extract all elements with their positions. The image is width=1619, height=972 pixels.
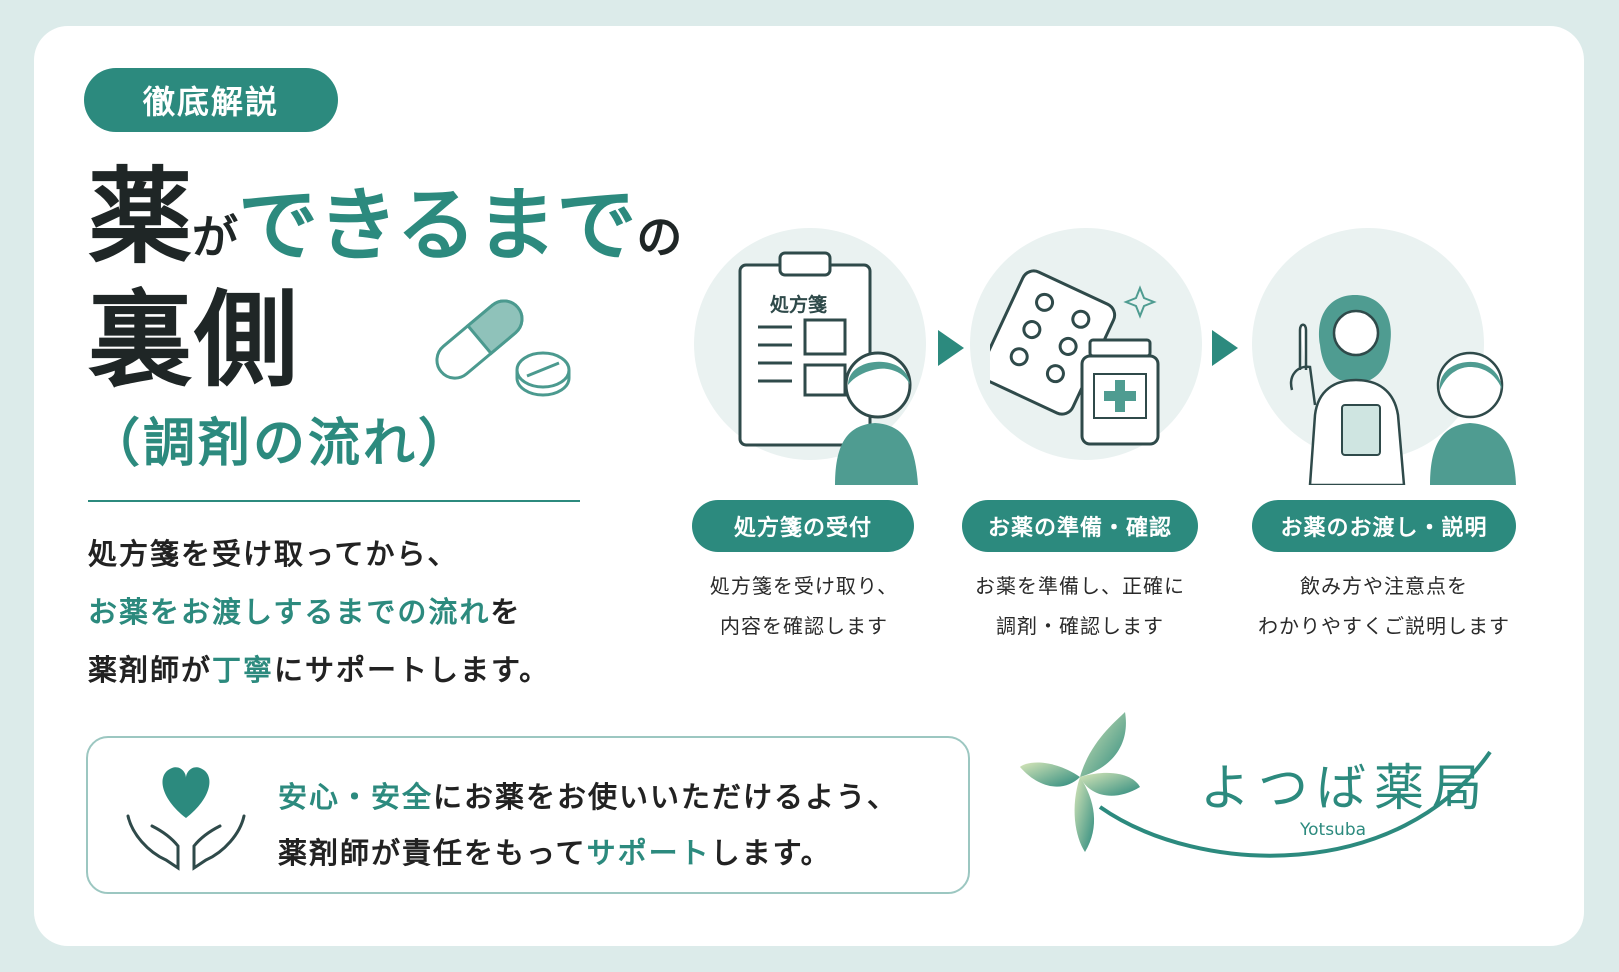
desc-line3-pre: 薬剤師が bbox=[88, 653, 213, 687]
desc-line1: 処方箋を受け取ってから、 bbox=[88, 537, 459, 571]
desc-line2-rest: を bbox=[490, 595, 522, 629]
title-dekirumade: できるまで bbox=[238, 179, 637, 272]
clipboard-label: 処方箋 bbox=[770, 294, 828, 316]
step1-label: 処方箋の受付 bbox=[692, 500, 914, 552]
logo-subtitle: Yotsuba bbox=[1300, 820, 1367, 840]
main-title-line2: 裏側 bbox=[88, 279, 301, 401]
step3-desc-line1: 飲み方や注意点を bbox=[1300, 574, 1468, 598]
capsule-icon bbox=[435, 299, 571, 397]
header-badge: 徹底解説 bbox=[84, 68, 338, 132]
step3-label: お薬のお渡し・説明 bbox=[1252, 500, 1516, 552]
support-line1: 安心・安全にお薬をお使いいただけるよう、 bbox=[278, 774, 898, 816]
step2-desc-line2: 調剤・確認します bbox=[996, 614, 1164, 638]
desc-line3-post: にサポートします。 bbox=[274, 653, 551, 687]
arrow-right-icon bbox=[1212, 330, 1238, 366]
step2-desc: お薬を準備し、正確に 調剤・確認します bbox=[930, 566, 1230, 646]
description: 処方箋を受け取ってから、 お薬をお渡しするまでの流れを 薬剤師が丁寧にサポートし… bbox=[88, 525, 608, 699]
support-line1-rest: にお薬をお使いいただけるよう、 bbox=[433, 780, 899, 814]
logo-name: よつば薬局 bbox=[1200, 759, 1490, 817]
pharmacist-illustration bbox=[1289, 295, 1516, 485]
heart-hands-icon bbox=[126, 767, 246, 871]
clipboard-icon bbox=[738, 251, 918, 485]
title-ga: が bbox=[192, 210, 239, 264]
support-line2-accent: サポート bbox=[586, 836, 711, 870]
step2-desc-line1: お薬を準備し、正確に bbox=[975, 574, 1185, 598]
arrow-right-icon bbox=[938, 330, 964, 366]
step1-desc-line2: 内容を確認します bbox=[720, 614, 888, 638]
step1-desc-line1: 処方箋を受け取り、 bbox=[709, 574, 899, 598]
main-subtitle: （調剤の流れ） bbox=[88, 414, 474, 474]
desc-line2-accent: お薬をお渡しするまでの流れ bbox=[88, 595, 491, 629]
step2-label: お薬の準備・確認 bbox=[962, 500, 1198, 552]
title-divider bbox=[88, 500, 580, 502]
title-no: の bbox=[636, 210, 683, 264]
title-kusuri: 薬 bbox=[88, 156, 193, 278]
support-line2-pre: 薬剤師が責任をもって bbox=[278, 836, 587, 870]
support-line2-post: します。 bbox=[710, 836, 832, 870]
desc-line2: お薬をお渡しするまでの流れを bbox=[88, 583, 608, 641]
desc-line3: 薬剤師が丁寧にサポートします。 bbox=[88, 641, 608, 699]
pill-blister-icon bbox=[990, 269, 1160, 446]
clover-logo-icon bbox=[1020, 712, 1492, 858]
step3-desc-line2: わかりやすくご説明します bbox=[1258, 614, 1510, 638]
desc-line3-accent: 丁寧 bbox=[212, 653, 275, 687]
step1-desc: 処方箋を受け取り、 内容を確認します bbox=[654, 566, 954, 646]
support-message-box: 安心・安全にお薬をお使いいただけるよう、 薬剤師が責任をもってサポートします。 bbox=[86, 736, 970, 894]
support-line2: 薬剤師が責任をもってサポートします。 bbox=[278, 830, 832, 872]
main-title-line1: 薬ができるまでの bbox=[88, 165, 682, 269]
support-line1-accent: 安心・安全 bbox=[278, 780, 434, 814]
step3-desc: 飲み方や注意点を わかりやすくご説明します bbox=[1234, 566, 1534, 646]
